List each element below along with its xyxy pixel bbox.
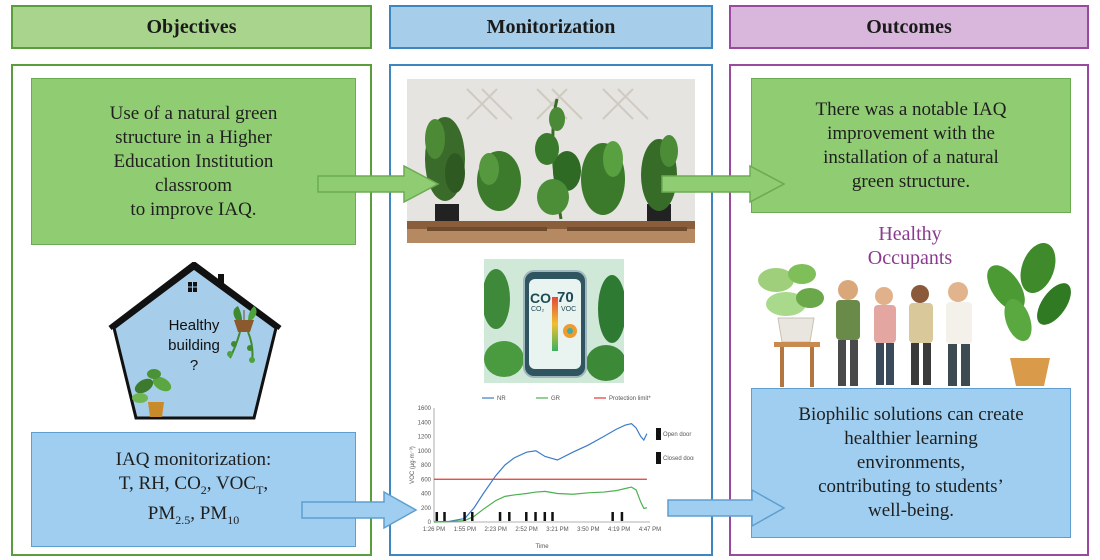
sensor-co2-label: CO₂ [531, 306, 545, 313]
door-marker [471, 512, 474, 521]
door-marker [543, 512, 547, 521]
door-marker [435, 512, 439, 521]
monitorization-header: Monitorization [389, 5, 713, 49]
green-wall-classroom-photo [407, 79, 695, 243]
annotation-open-door: Open door [663, 432, 691, 438]
x-tick-label: 3:50 PM [577, 527, 599, 533]
objectives-column [11, 64, 372, 556]
series-line-0 [433, 423, 648, 523]
door-marker [620, 512, 624, 521]
iaq-monitorization-box: IAQ monitorization: T, RH, CO2, VOCT, PM… [31, 432, 356, 547]
arrow-objective-to-monitorization-top [317, 164, 440, 204]
door-marker [534, 512, 537, 521]
closed-door-marker [656, 452, 661, 464]
x-tick-label: 1:55 PM [454, 527, 476, 533]
y-tick-label: 1000 [418, 449, 432, 455]
healthy-building-house-illustration [108, 262, 282, 420]
iaq-sensor-illustration [484, 259, 624, 383]
legend-label-1: GR [551, 396, 561, 402]
y-tick-label: 1400 [418, 420, 432, 426]
x-tick-label: 4:19 PM [608, 527, 630, 533]
open-door-marker [656, 428, 661, 440]
y-tick-label: 800 [421, 463, 432, 469]
y-tick-label: 0 [428, 520, 432, 526]
door-marker [611, 512, 614, 521]
y-tick-label: 1200 [418, 435, 432, 441]
arrow-monitorization-to-outcome-top [661, 164, 786, 204]
objectives-header: Objectives [11, 5, 372, 49]
objective-green-structure-box: Use of a natural green structure in a Hi… [31, 78, 356, 245]
y-tick-label: 400 [421, 492, 432, 498]
door-marker [508, 512, 511, 521]
arrow-monitorization-to-outcome-bottom [667, 488, 786, 528]
iaq-line-2: T, RH, CO2, VOCT, [118, 472, 269, 497]
x-tick-label: 2:52 PM [515, 527, 537, 533]
door-marker [443, 512, 446, 521]
voc-line-chart: 0 200 400 600 800 1000 1200 1400 1600 1:26 PM 1:55… [404, 392, 694, 552]
chart-series [433, 423, 648, 523]
y-tick-label: 600 [421, 477, 432, 483]
iaq-line-1: IAQ monitorization: [115, 448, 272, 470]
outcomes-column [729, 64, 1089, 556]
sensor-co2-reading: CO [530, 290, 551, 306]
door-marker [525, 512, 528, 521]
door-marker [498, 512, 502, 521]
series-line-1 [433, 486, 648, 523]
y-axis-label: VOC (μg·m⁻³) [410, 446, 416, 484]
iaq-line-3: PM2.5, PM10 [147, 502, 240, 527]
arrow-objective-to-monitorization-bottom [301, 490, 418, 530]
sensor-voc-label: VOC [561, 306, 577, 313]
sensor-voc-reading: 70 [557, 289, 574, 306]
legend-label-2: Protection limit* [609, 396, 651, 402]
x-tick-label: 4:47 PM [639, 527, 661, 533]
monitorization-column [389, 64, 713, 556]
healthy-occupants-title: Healthy Occupants [867, 223, 953, 269]
x-axis-label: Time [535, 544, 549, 550]
y-tick-label: 1600 [418, 406, 432, 412]
outcome-iaq-improvement-box: There was a notable IAQ improvement with… [751, 78, 1071, 213]
door-marker [463, 512, 466, 521]
healthy-building-label: Healthy building ? [168, 317, 220, 374]
outcome-biophilic-box: Biophilic solutions can create healthier… [751, 388, 1071, 538]
x-tick-label: 3:21 PM [546, 527, 568, 533]
legend-label-0: NR [497, 396, 506, 402]
annotation-closed-door: Closed door [663, 456, 694, 462]
y-tick-label: 200 [421, 506, 432, 512]
outcomes-header: Outcomes [729, 5, 1089, 49]
x-tick-label: 2:23 PM [485, 527, 507, 533]
chart-legend: NR GR Protection limit* [482, 396, 651, 402]
x-tick-label: 1:26 PM [423, 527, 445, 533]
chart-axes: 0 200 400 600 800 1000 1200 1400 1600 1:26 PM 1:55… [410, 406, 661, 550]
door-marker [551, 512, 554, 521]
healthy-occupants-illustration [758, 242, 1071, 387]
